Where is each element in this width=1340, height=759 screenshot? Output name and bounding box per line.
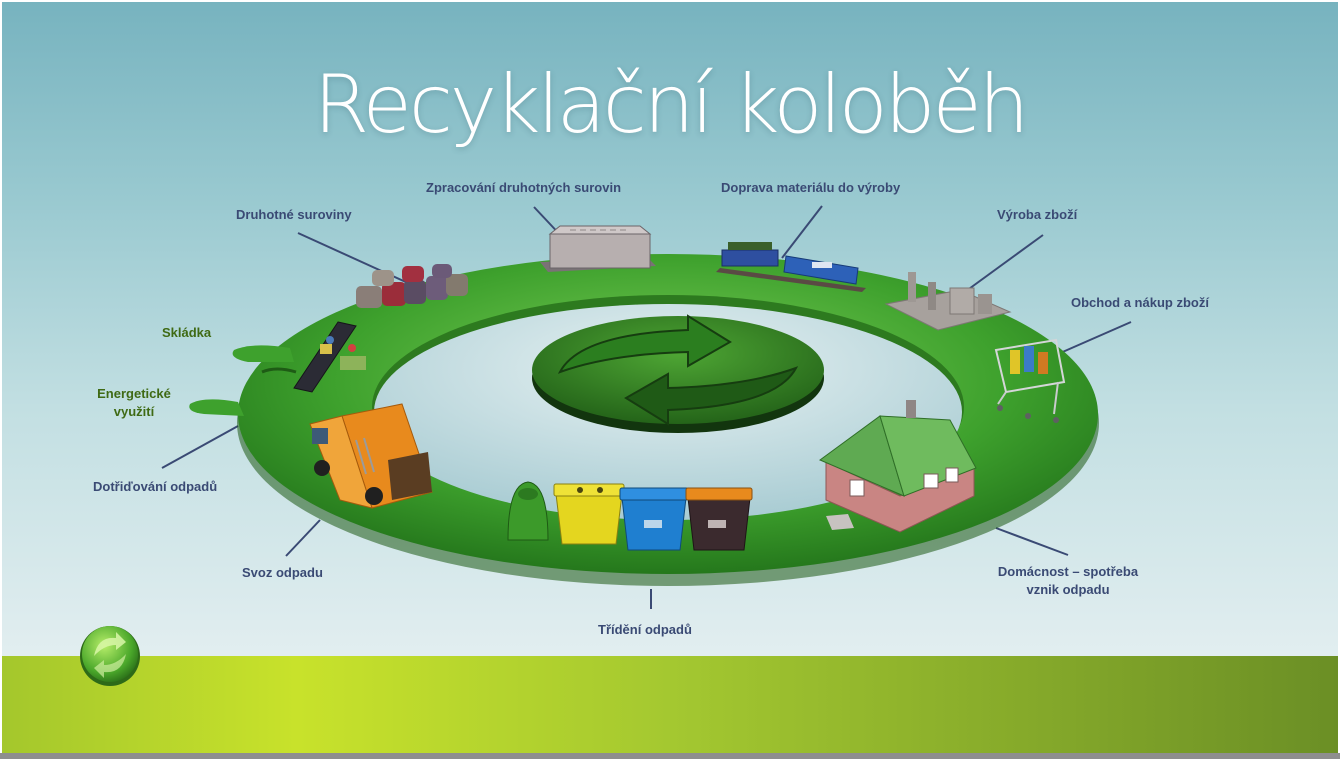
puzzle-arm-landfill xyxy=(232,345,294,362)
label-energeticke-vyuziti: Energetické využití xyxy=(86,385,182,421)
blue-bin xyxy=(619,487,689,551)
ground-band xyxy=(2,656,1338,753)
bottom-edge xyxy=(0,753,1340,759)
label-doprava: Doprava materiálu do výroby xyxy=(721,180,901,195)
label-skladka: Skládka xyxy=(162,325,212,340)
label-energeticke-line1: Energetické xyxy=(97,386,171,401)
sorting-bins xyxy=(507,481,753,551)
label-dotridovani: Dotřiďování odpadů xyxy=(93,479,218,494)
label-domacnost: Domácnost – spotřeba vznik odpadu xyxy=(980,563,1156,599)
factory xyxy=(884,272,1012,331)
raw-material-bales xyxy=(356,264,468,308)
label-trideni: Třídění odpadů xyxy=(598,622,692,637)
line-dotridovani xyxy=(161,425,239,469)
sorting-conveyor xyxy=(293,321,366,393)
line-vyroba xyxy=(961,234,1044,295)
garbage-truck xyxy=(309,403,433,509)
house xyxy=(818,400,977,533)
freight-train xyxy=(716,242,866,292)
label-zpracovani: Zpracování druhotných surovin xyxy=(426,180,622,195)
puzzle-arm-energy xyxy=(189,399,244,416)
line-svoz xyxy=(285,519,321,557)
yellow-bin xyxy=(553,483,625,545)
line-domacnost xyxy=(995,527,1069,556)
recycle-arrows-icon xyxy=(532,314,824,433)
page-title: Recyklační koloběh xyxy=(313,58,1030,151)
label-domacnost-line2: vznik odpadu xyxy=(1026,582,1110,597)
label-domacnost-line1: Domácnost – spotřeba xyxy=(997,564,1139,579)
label-svoz: Svoz odpadu xyxy=(242,565,323,580)
label-energeticke-line2: využití xyxy=(113,404,155,419)
label-vyroba: Výroba zboží xyxy=(997,207,1078,222)
shopping-cart-icon xyxy=(994,338,1066,423)
brown-bin xyxy=(685,487,753,551)
label-druhotne-suroviny: Druhotné suroviny xyxy=(236,207,352,222)
line-obchod xyxy=(1057,321,1132,355)
line-doprava xyxy=(781,205,823,259)
processing-plant xyxy=(540,225,656,272)
green-dot-logo-icon xyxy=(80,626,140,686)
label-obchod: Obchod a nákup zboží xyxy=(1071,295,1209,310)
